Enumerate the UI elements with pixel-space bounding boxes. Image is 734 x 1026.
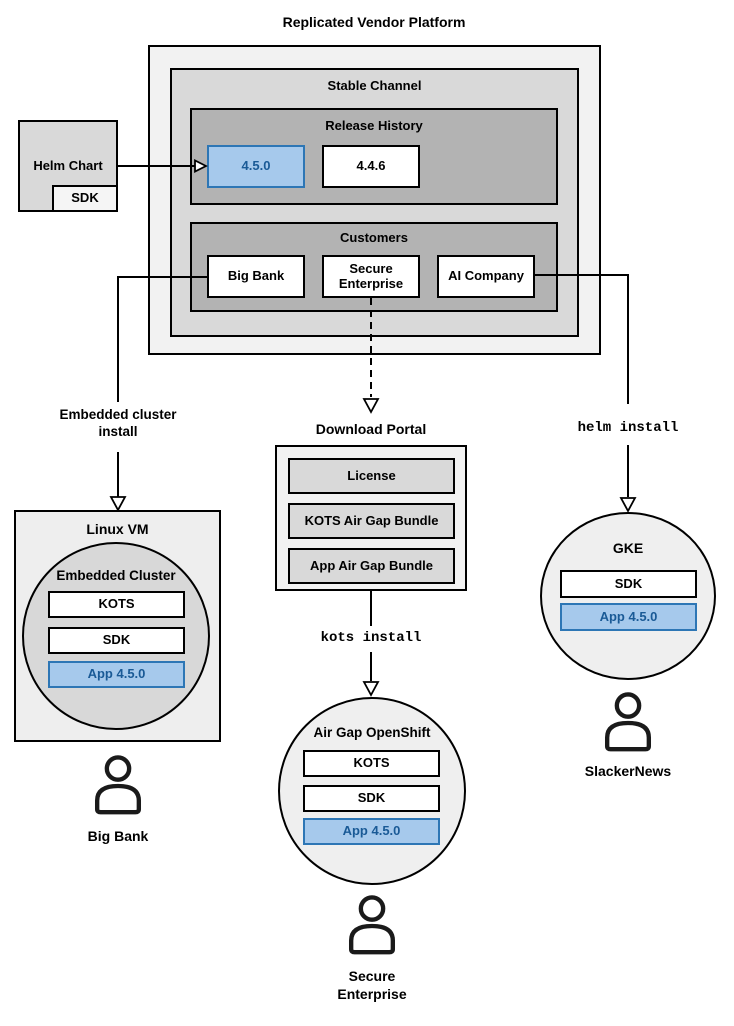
customer-big-bank-node: Big Bank: [207, 255, 305, 298]
ag-app-node: App 4.5.0: [303, 818, 440, 845]
download-portal-label: Download Portal: [315, 421, 427, 437]
customer-secure-enterprise-node: Secure Enterprise: [322, 255, 420, 298]
secure-enterprise-user-label: Secure Enterprise: [337, 968, 407, 1002]
customer-ai-company-node: AI Company: [437, 255, 535, 298]
ag-kots-node: KOTS: [303, 750, 440, 777]
kots-install-label: kots install: [320, 630, 422, 646]
helm-chart-sdk-node: SDK: [52, 185, 118, 212]
user-icon: [87, 752, 149, 820]
diagram-title: Replicated Vendor Platform: [282, 14, 466, 30]
ag-sdk-node: SDK: [303, 785, 440, 812]
portal-license-node: License: [288, 458, 455, 494]
gke-label: GKE: [612, 540, 644, 556]
ec-app-node: App 4.5.0: [48, 661, 185, 688]
helm-chart-label: Helm Chart: [33, 158, 103, 173]
user-icon: [597, 690, 659, 756]
gke-app-node: App 4.5.0: [560, 603, 697, 631]
portal-app-bundle-node: App Air Gap Bundle: [288, 548, 455, 584]
release-450-node: 4.5.0: [207, 145, 305, 188]
helm-install-label: helm install: [577, 420, 679, 436]
embedded-cluster-label: Embedded Cluster: [56, 568, 176, 583]
linux-vm-label: Linux VM: [86, 521, 149, 537]
big-bank-user-label: Big Bank: [87, 828, 149, 844]
release-history-label: Release History: [325, 118, 423, 133]
ec-sdk-node: SDK: [48, 627, 185, 654]
stable-channel-label: Stable Channel: [327, 78, 422, 93]
portal-kots-bundle-node: KOTS Air Gap Bundle: [288, 503, 455, 539]
release-446-node: 4.4.6: [322, 145, 420, 188]
embedded-install-label: Embedded cluster install: [59, 407, 177, 439]
ec-kots-node: KOTS: [48, 591, 185, 618]
customers-label: Customers: [340, 230, 408, 245]
user-icon: [341, 892, 403, 960]
slackernews-user-label: SlackerNews: [584, 763, 672, 779]
gke-sdk-node: SDK: [560, 570, 697, 598]
airgap-openshift-label: Air Gap OpenShift: [313, 725, 431, 740]
